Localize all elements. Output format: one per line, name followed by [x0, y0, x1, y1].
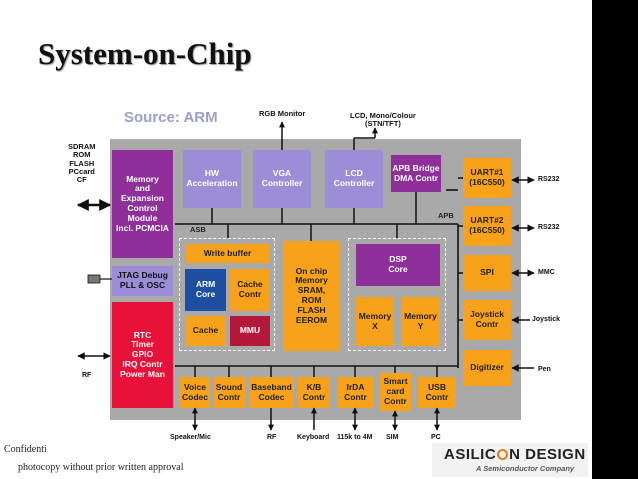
- footer-copyright: photocopy without prior written approval: [18, 462, 184, 473]
- memory-x-block: Memory X: [356, 297, 394, 346]
- usb-controller-block: USB Contr: [418, 377, 456, 408]
- memory-expansion-control-block: Memory and Expansion Control Module Incl…: [112, 150, 173, 258]
- label-pen: Pen: [538, 366, 551, 373]
- label-rf-bottom: RF: [267, 434, 277, 441]
- dsp-core-block: DSP Core: [356, 244, 440, 286]
- label-rf-left: RF: [82, 372, 92, 379]
- kb-controller-block: K/B Contr: [298, 377, 330, 408]
- slide-right-bar: [592, 0, 638, 479]
- onchip-memory-block: On chip Memory SRAM, ROM FLASH EEROM: [283, 241, 340, 351]
- label-sim: SIM: [386, 434, 399, 441]
- digitizer-block: Digitizer: [463, 350, 511, 386]
- cache-block: Cache: [185, 316, 226, 346]
- voice-codec-block: Voice Codec: [180, 377, 210, 408]
- sound-controller-block: Sound Contr: [213, 377, 245, 408]
- label-speaker-mic: Speaker/Mic: [170, 434, 211, 441]
- logo-o-icon: [497, 449, 509, 460]
- joystick-controller-block: Joystick Contr: [463, 300, 511, 340]
- memory-y-block: Memory Y: [401, 297, 440, 346]
- spi-block: SPI: [463, 255, 511, 291]
- footer-confidential: Confidenti: [4, 444, 47, 455]
- cache-controller-block: Cache Contr: [230, 269, 270, 311]
- arm-core-block: ARM Core: [185, 269, 226, 311]
- vga-controller-block: VGA Controller: [253, 150, 311, 208]
- source-label: Source: ARM: [124, 109, 218, 126]
- slide-title: System-on-Chip: [38, 36, 252, 71]
- mmu-block: MMU: [230, 316, 270, 346]
- label-rgb-monitor: RGB Monitor: [259, 109, 306, 118]
- apb-bridge-dma-block: APB Bridge DMA Contr: [391, 155, 441, 192]
- label-rs232-2: RS232: [538, 224, 560, 231]
- hw-acceleration-block: HW Acceleration: [183, 150, 241, 208]
- label-sdram: SDRAM ROM FLASH PCcard CF: [68, 142, 96, 184]
- smart-card-controller-block: Smart card Contr: [380, 373, 411, 411]
- uart2-block: UART#2 (16C550): [463, 206, 511, 246]
- label-lcd-panel: LCD, Mono/Colour (STN/TFT): [350, 111, 416, 129]
- logo-tagline: A Semiconductor Company: [476, 464, 575, 473]
- rtc-timer-gpio-block: RTC Timer GPIO IRQ Contr Power Man: [112, 302, 173, 408]
- asb-bus-label: ASB: [190, 225, 206, 234]
- label-pc: PC: [431, 434, 441, 441]
- label-rs232-1: RS232: [538, 176, 560, 183]
- label-joystick: Joystick: [532, 316, 561, 323]
- jtag-debug-block: JTAG Debug PLL & OSC: [112, 266, 173, 296]
- lcd-controller-block: LCD Controller: [325, 150, 383, 208]
- baseband-codec-block: Baseband Codec: [249, 377, 294, 408]
- arm-subsystem-group: [179, 238, 275, 351]
- label-irda-speed: 115k to 4M: [337, 434, 373, 441]
- write-buffer-block: Write buffer: [185, 244, 270, 263]
- label-keyboard: Keyboard: [297, 434, 330, 441]
- dsp-subsystem-group: [348, 238, 446, 351]
- irda-controller-block: IrDA Contr: [337, 377, 374, 408]
- apb-bus-label: APB: [438, 211, 454, 220]
- label-mmc: MMC: [538, 269, 555, 276]
- uart1-block: UART#1 (16C550): [463, 158, 511, 198]
